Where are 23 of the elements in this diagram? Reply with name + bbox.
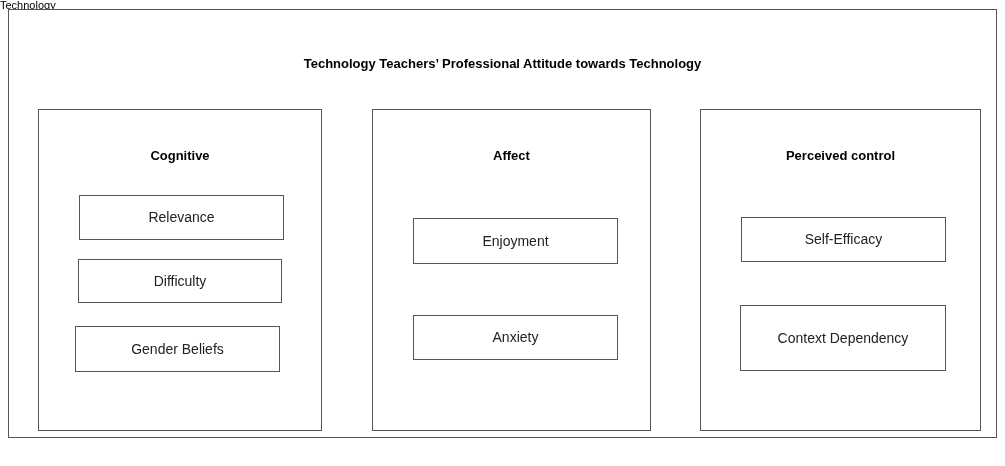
cut-off-text: Technology [0,0,56,11]
item-label: Self-Efficacy [804,230,883,249]
heading: Perceived control [784,147,897,165]
item-box [75,326,280,372]
item-box [740,305,946,371]
item-label: Enjoyment [482,231,549,251]
item-box [741,217,946,262]
item-label: Anxiety [492,328,539,347]
group-box [372,109,651,431]
item-box [413,315,618,360]
item-label: Context Dependency [777,328,909,348]
item-box [79,195,284,240]
item-label: Difficulty [153,271,207,291]
item-label: Relevance [148,208,215,227]
group-box [700,109,981,431]
item-box [413,218,618,264]
item-label: Gender Beliefs [131,339,224,359]
group-box [38,109,322,431]
heading: Technology Teachers’ Professional Attitude towards Technology [302,55,703,73]
frame-box [8,9,997,438]
item-box [78,259,282,303]
heading: Affect [492,147,531,165]
heading: Cognitive [149,147,211,165]
